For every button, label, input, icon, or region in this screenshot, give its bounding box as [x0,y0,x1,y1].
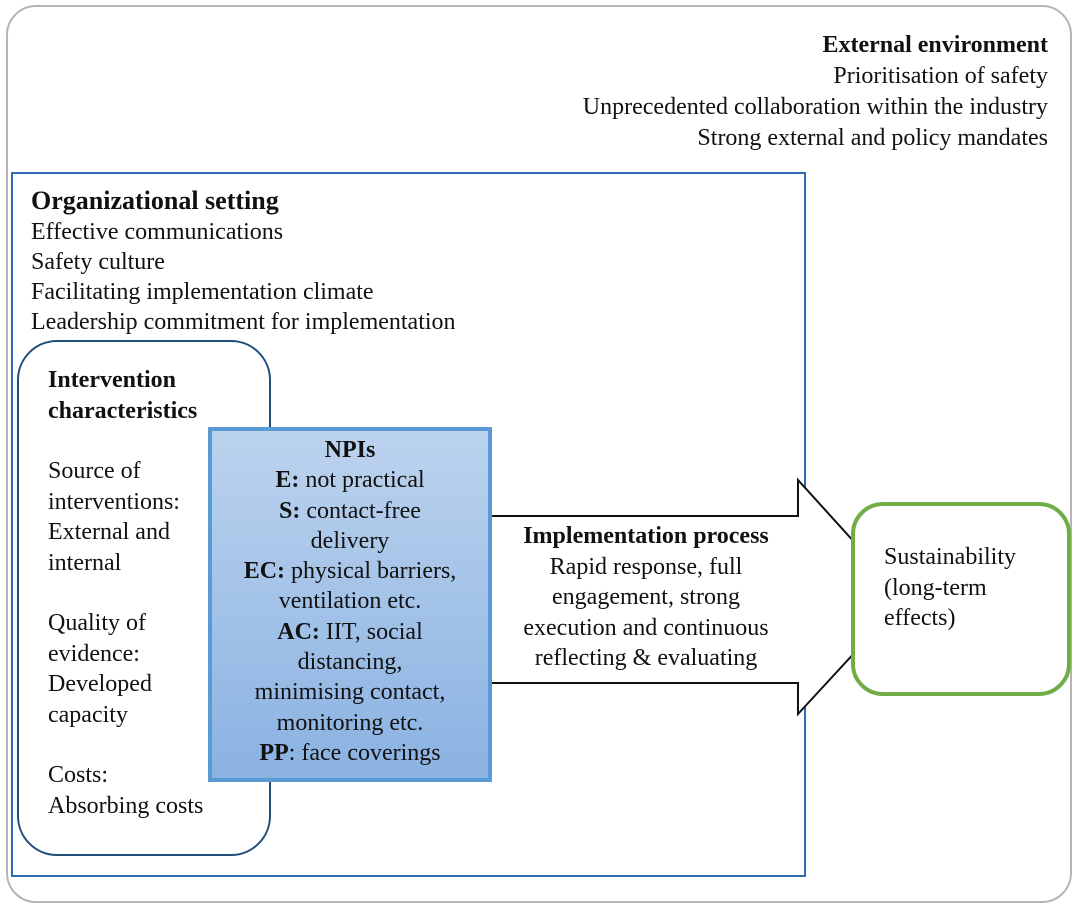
implementation-line: engagement, strong [552,584,740,610]
npi-label-pp: PP [259,739,289,766]
org-item: Effective communications [31,219,284,245]
intervention-line: Absorbing costs [48,792,204,819]
intervention-line: Costs: [48,762,109,788]
npi-text: IIT, social [319,618,423,645]
external-environment-heading: External environment [822,32,1048,58]
intervention-heading: Intervention [48,367,176,393]
intervention-characteristics-text: Intervention characteristics Source of i… [48,365,203,821]
intervention-line: evidence: [48,640,140,667]
external-environment-text: External environment Prioritisation of s… [583,30,1048,154]
sustainability-box [851,502,1071,696]
npi-text: minimising contact, [254,679,446,706]
organizational-setting-text: Organizational setting Effective communi… [31,184,456,337]
implementation-process-heading: Implementation process [523,523,769,549]
npi-text: not practical [299,467,425,494]
org-item: Safety culture [31,249,165,275]
npi-text: distancing, [297,649,403,676]
intervention-line: interventions: [48,488,180,515]
intervention-line: Quality of [48,610,146,636]
sustainability-line: Sustainability [884,544,1016,570]
intervention-line: Source of [48,458,141,484]
external-item: Unprecedented collaboration within the i… [582,94,1048,120]
implementation-process-text: Implementation process Rapid response, f… [496,521,796,674]
sustainability-line: (long-term [884,574,987,601]
intervention-line: Developed [48,671,152,697]
org-item: Facilitating implementation climate [31,279,374,305]
intervention-line: capacity [48,701,128,728]
implementation-line: execution and continuous [523,614,769,641]
intervention-heading: characteristics [48,397,198,424]
npi-label-ec: EC: [243,558,286,585]
npi-label-ac: AC: [277,618,320,645]
npi-text: ventilation etc. [278,588,422,615]
npis-heading: NPIs [324,437,376,463]
npis-text: NPIs E: not practical S: contact-free de… [208,435,492,768]
implementation-line: reflecting & evaluating [534,645,758,671]
npi-text: physical barriers, [285,558,457,585]
npis-box [208,427,492,782]
sustainability-text: Sustainability (long-term effects) [884,542,1016,634]
npi-label-e: E: [275,467,300,494]
intervention-line: internal [48,549,122,576]
external-item: Strong external and policy mandates [697,125,1048,151]
org-item: Leadership commitment for implementation [31,309,456,335]
npi-text: : face coverings [288,739,441,766]
npi-text: contact-free [300,497,421,524]
npi-text: monitoring etc. [276,709,424,736]
npi-text: delivery [310,527,390,554]
external-item: Prioritisation of safety [833,63,1048,89]
npi-label-s: S: [279,497,301,524]
intervention-line: External and [48,519,170,545]
implementation-line: Rapid response, full [549,553,743,580]
external-environment-box [6,5,1072,903]
organizational-setting-heading: Organizational setting [31,186,279,215]
sustainability-line: effects) [884,605,956,631]
